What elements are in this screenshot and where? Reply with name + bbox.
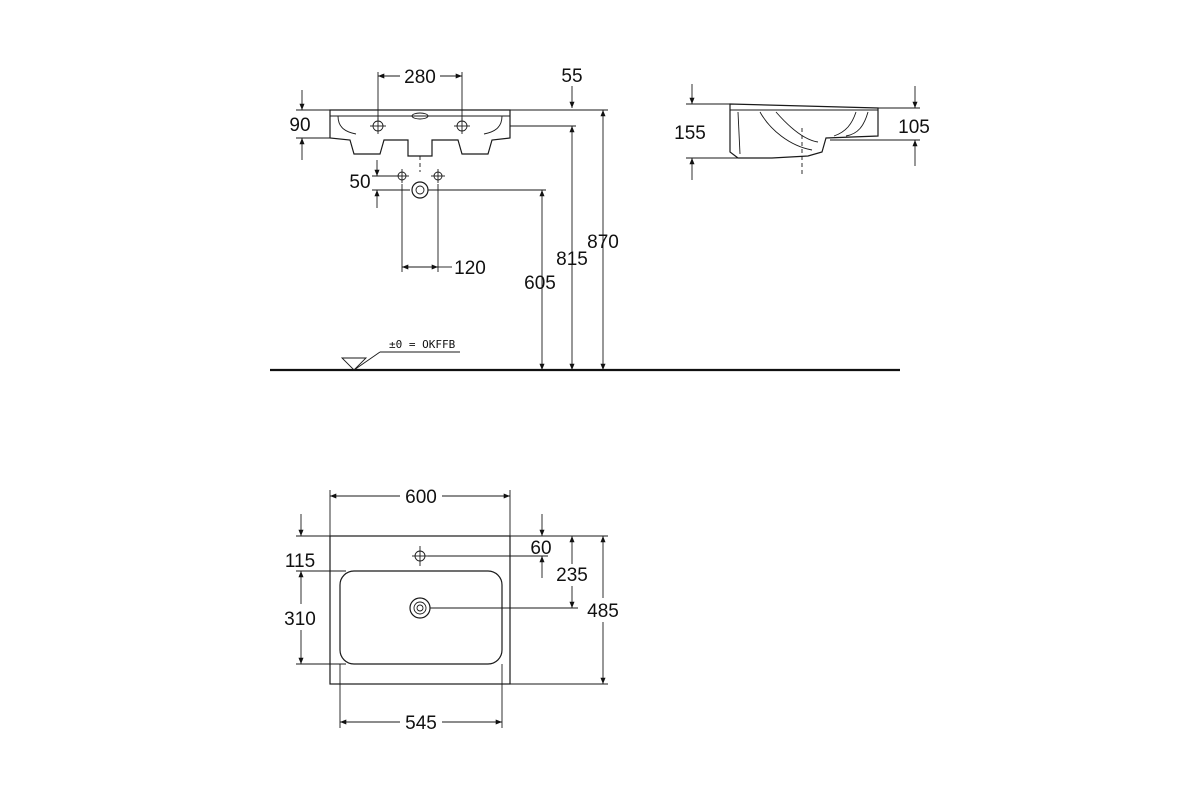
dim-rim-inner-height: 815: [556, 249, 588, 270]
dim-rim-offset: 55: [561, 66, 582, 87]
dim-outlet-offset: 50: [349, 172, 370, 193]
top-bowl-outline: [339, 570, 503, 665]
overflow-slot: [411, 112, 429, 120]
dim-outlet-height: 605: [524, 273, 556, 294]
side-basin-outline: [729, 103, 879, 159]
dim-drain-offset: 235: [556, 565, 588, 586]
dim-tap-hole-offset: 60: [530, 538, 551, 559]
side-wall-line: [737, 111, 741, 155]
dim-total-height: 870: [587, 232, 619, 253]
dim-side-depth-left: 155: [674, 123, 706, 144]
dim-front-margin: 115: [285, 551, 315, 572]
side-front-curve-inner: [845, 111, 869, 137]
tap-hole-left: [370, 118, 386, 134]
front-basin-outline: [329, 109, 511, 157]
front-view: 280 55 90 50: [270, 66, 900, 372]
side-front-curve: [833, 111, 857, 137]
top-view: 600 60 235 485 115 310 545: [284, 487, 619, 734]
side-view: 155 105: [674, 84, 930, 180]
top-basin-outline: [329, 535, 511, 685]
dim-bowl-depth: 310: [284, 609, 316, 630]
front-bowl-curve-left: [337, 115, 357, 135]
dim-top-total-depth: 485: [587, 601, 619, 622]
floor-reference-label: ±0 = OKFFB: [389, 338, 456, 351]
dim-side-depth-right: 105: [898, 117, 930, 138]
dim-outlet-spacing: 120: [454, 258, 486, 279]
top-drain: [409, 597, 431, 619]
side-bowl-curve-inner: [775, 111, 819, 143]
dim-bowl-width: 545: [405, 713, 437, 734]
floor-reference-symbol: [340, 351, 460, 371]
dim-rim-height: 90: [289, 115, 310, 136]
dim-top-width: 600: [405, 487, 437, 508]
front-bowl-curve-right: [483, 115, 503, 135]
side-bowl-curve: [759, 111, 813, 151]
top-tap-hole: [412, 546, 428, 566]
outlet-valve-right: [431, 169, 445, 183]
tap-hole-right: [454, 118, 470, 134]
waste-outlet: [411, 181, 429, 199]
dim-tap-spacing: 280: [404, 67, 436, 88]
